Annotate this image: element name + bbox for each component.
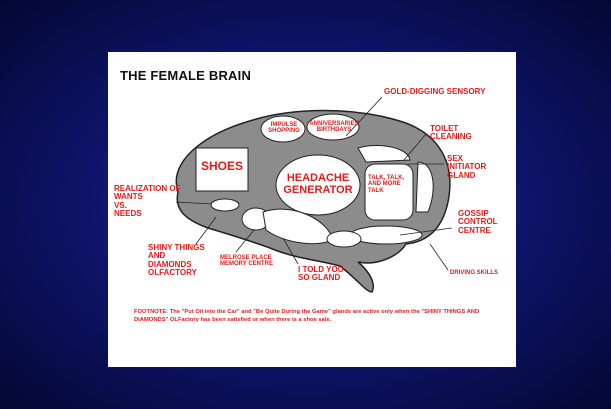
pointer-driving <box>430 244 448 270</box>
impulse-shopping-label: IMPULSE SHOPPING <box>266 122 302 135</box>
footnote: FOOTNOTE: The "Put Oil into the Car" and… <box>134 308 514 325</box>
gossip-label: GOSSIP CONTROL CENTRE <box>458 210 498 235</box>
shoes-label: SHOES <box>196 160 248 173</box>
anniversaries-label: ANNIVERSARIES BIRTHDAYS <box>308 121 360 134</box>
sex-initiator-label: SEX INITIATOR GLAND <box>447 155 486 180</box>
shiny-things-label: SHINY THINGS AND DIAMONDS OLFACTORY <box>148 244 205 278</box>
toilet-cleaning-label: TOILET CLEANING <box>430 125 472 142</box>
told-you-label: I TOLD YOU SO GLAND <box>298 266 344 283</box>
driving-skills-label: DRIVING SKILLS <box>450 270 498 276</box>
headache-label: HEADACHE GENERATOR <box>276 173 360 196</box>
realization-label: REALIZATION OF WANTS VS. NEEDS <box>114 185 181 219</box>
slide: THE FEMALE BRAIN IMPULSE SHOPPIN <box>108 52 516 367</box>
lower-fold <box>327 231 361 247</box>
talk-label: TALK, TALK, AND MORE TALK <box>364 175 418 194</box>
realization-region <box>211 199 239 211</box>
gold-digging-label: GOLD-DIGGING SENSORY <box>384 88 486 96</box>
melrose-label: MELROSE PLACE MEMORY CENTRE <box>220 255 273 268</box>
